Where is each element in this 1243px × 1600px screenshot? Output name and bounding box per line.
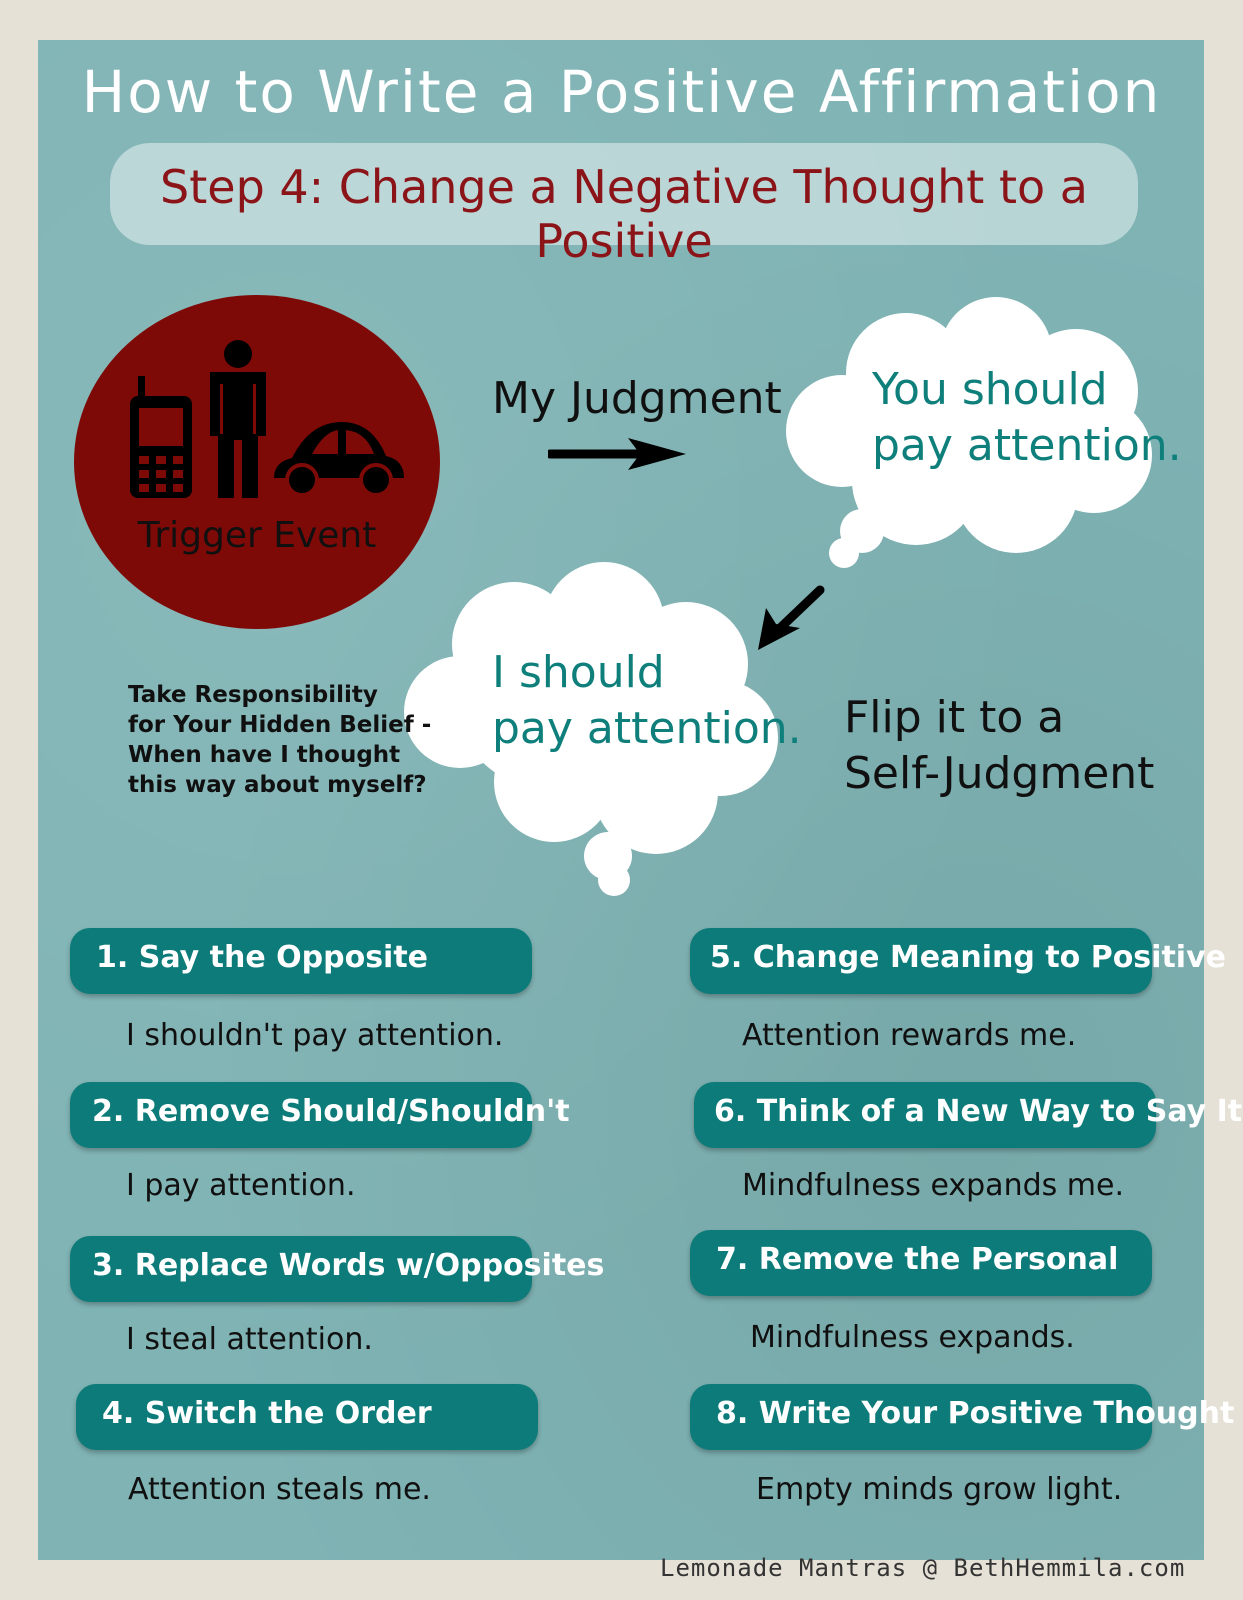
judgment-thought-text: You should pay attention. <box>872 362 1182 474</box>
judgment-thought-line-1: You should <box>872 364 1108 415</box>
flip-line-2: Self-Judgment <box>844 748 1155 799</box>
my-judgment-label: My Judgment <box>492 373 782 424</box>
person-icon <box>210 340 266 498</box>
arrow-right-icon <box>548 438 686 470</box>
responsibility-line-1: Take Responsibility <box>128 682 378 708</box>
page-title: How to Write a Positive Affirmation <box>81 58 1162 126</box>
step-4-banner: 4. Switch the Order <box>76 1384 538 1450</box>
step-7-label: 7. Remove the Personal <box>716 1242 1119 1277</box>
step-8-label: 8. Write Your Positive Thought <box>716 1396 1235 1431</box>
responsibility-line-3: When have I thought <box>128 742 401 768</box>
flip-label: Flip it to a Self-Judgment <box>844 690 1154 802</box>
step-4-label: 4. Switch the Order <box>102 1396 432 1431</box>
step-7-result: Mindfulness expands. <box>750 1320 1075 1355</box>
step-1-result: I shouldn't pay attention. <box>126 1018 504 1053</box>
step-2-label: 2. Remove Should/Shouldn't <box>92 1094 570 1129</box>
self-judgment-thought-text: I should pay attention. <box>492 645 802 757</box>
step-8-result: Empty minds grow light. <box>756 1472 1123 1507</box>
step-7-banner: 7. Remove the Personal <box>690 1230 1152 1296</box>
step-6-result: Mindfulness expands me. <box>742 1168 1125 1203</box>
step-3-result: I steal attention. <box>126 1322 373 1357</box>
step-1-label: 1. Say the Opposite <box>96 940 429 975</box>
responsibility-prompt: Take Responsibility for Your Hidden Beli… <box>128 680 431 800</box>
subtitle-banner <box>110 143 1138 245</box>
subtitle: Step 4: Change a Negative Thought to a P… <box>160 160 1088 268</box>
step-5-result: Attention rewards me. <box>742 1018 1077 1053</box>
step-6-banner: 6. Think of a New Way to Say It <box>694 1082 1242 1148</box>
step-6-label: 6. Think of a New Way to Say It <box>714 1094 1243 1129</box>
self-judgment-thought-line-2: pay attention. <box>492 703 802 754</box>
judgment-thought-cloud <box>786 297 1152 568</box>
responsibility-line-2: for Your Hidden Belief - <box>128 712 432 738</box>
step-8-banner: 8. Write Your Positive Thought <box>690 1384 1234 1450</box>
step-2-banner: 2. Remove Should/Shouldn't <box>70 1082 570 1148</box>
responsibility-line-4: this way about myself? <box>128 772 427 798</box>
car-icon <box>274 422 404 497</box>
step-3-label: 3. Replace Words w/Opposites <box>92 1248 605 1283</box>
step-3-banner: 3. Replace Words w/Opposites <box>70 1236 604 1302</box>
trigger-event-label: Trigger Event <box>137 515 377 556</box>
credit-footer: Lemonade Mantras @ BethHemmila.com <box>660 1554 1186 1582</box>
step-2-result: I pay attention. <box>126 1168 356 1203</box>
flip-line-1: Flip it to a <box>844 692 1065 743</box>
step-5-label: 5. Change Meaning to Positive <box>710 940 1226 975</box>
self-judgment-thought-line-1: I should <box>492 647 665 698</box>
self-judgment-thought-cloud <box>404 562 778 896</box>
step-4-result: Attention steals me. <box>128 1472 431 1507</box>
step-5-banner: 5. Change Meaning to Positive <box>690 928 1226 994</box>
arrow-down-left-icon <box>758 585 825 650</box>
judgment-thought-line-2: pay attention. <box>872 420 1182 471</box>
phone-icon <box>130 376 192 498</box>
step-1-banner: 1. Say the Opposite <box>70 928 532 994</box>
